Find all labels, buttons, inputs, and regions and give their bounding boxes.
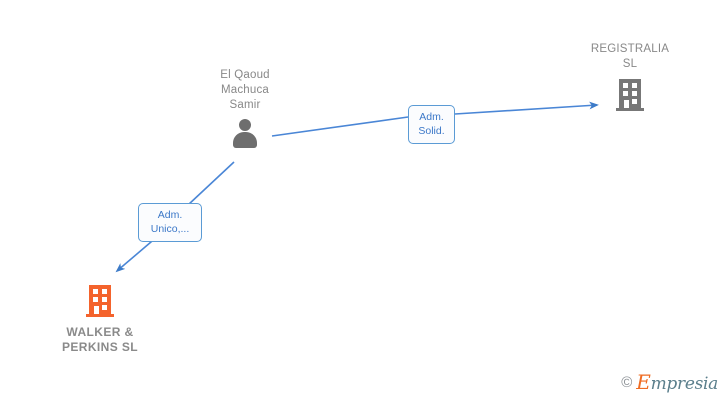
person-icon[interactable] <box>231 119 259 149</box>
node-company-registralia-sl[interactable]: REGISTRALIA SL <box>560 42 700 111</box>
building-icon-window <box>623 91 628 96</box>
building-icon-window <box>93 297 98 302</box>
building-icon-door <box>94 306 99 314</box>
building-icon-window <box>93 289 98 294</box>
copyright-icon: © <box>621 373 633 391</box>
building-icon-window <box>102 297 107 302</box>
node-person-el-qaoud-machuca-samir[interactable]: El Qaoud Machuca Samir <box>175 68 315 149</box>
building-icon-base <box>616 108 644 111</box>
brand-rest: mpresia <box>650 374 719 394</box>
brand-wordmark: Empresia <box>636 370 718 394</box>
person-icon-body <box>233 132 257 148</box>
brand-initial: E <box>636 370 651 394</box>
building-icon-window <box>102 289 107 294</box>
building-icon-window <box>632 99 637 104</box>
person-icon-head <box>239 119 251 131</box>
node-person-label: El Qaoud Machuca Samir <box>220 69 270 111</box>
building-icon-window <box>102 305 107 310</box>
edge-label-adm-unico[interactable]: Adm. Unico,... <box>138 203 202 242</box>
watermark-empresia: © Empresia <box>621 370 718 394</box>
building-icon-base <box>86 314 114 317</box>
node-company-walker-label: WALKER & PERKINS SL <box>61 325 138 354</box>
building-icon-orange[interactable] <box>86 285 114 317</box>
node-company-registralia-label: REGISTRALIA SL <box>590 43 670 70</box>
building-icon-door <box>624 100 629 108</box>
building-icon-window <box>632 83 637 88</box>
building-icon-window <box>623 83 628 88</box>
node-company-walker-perkins-sl[interactable]: WALKER & PERKINS SL <box>30 285 170 355</box>
building-icon-gray[interactable] <box>616 79 644 111</box>
edge-unico-segment-upper <box>187 161 235 206</box>
building-icon-window <box>632 91 637 96</box>
edge-label-adm-solid[interactable]: Adm. Solid. <box>408 105 455 144</box>
